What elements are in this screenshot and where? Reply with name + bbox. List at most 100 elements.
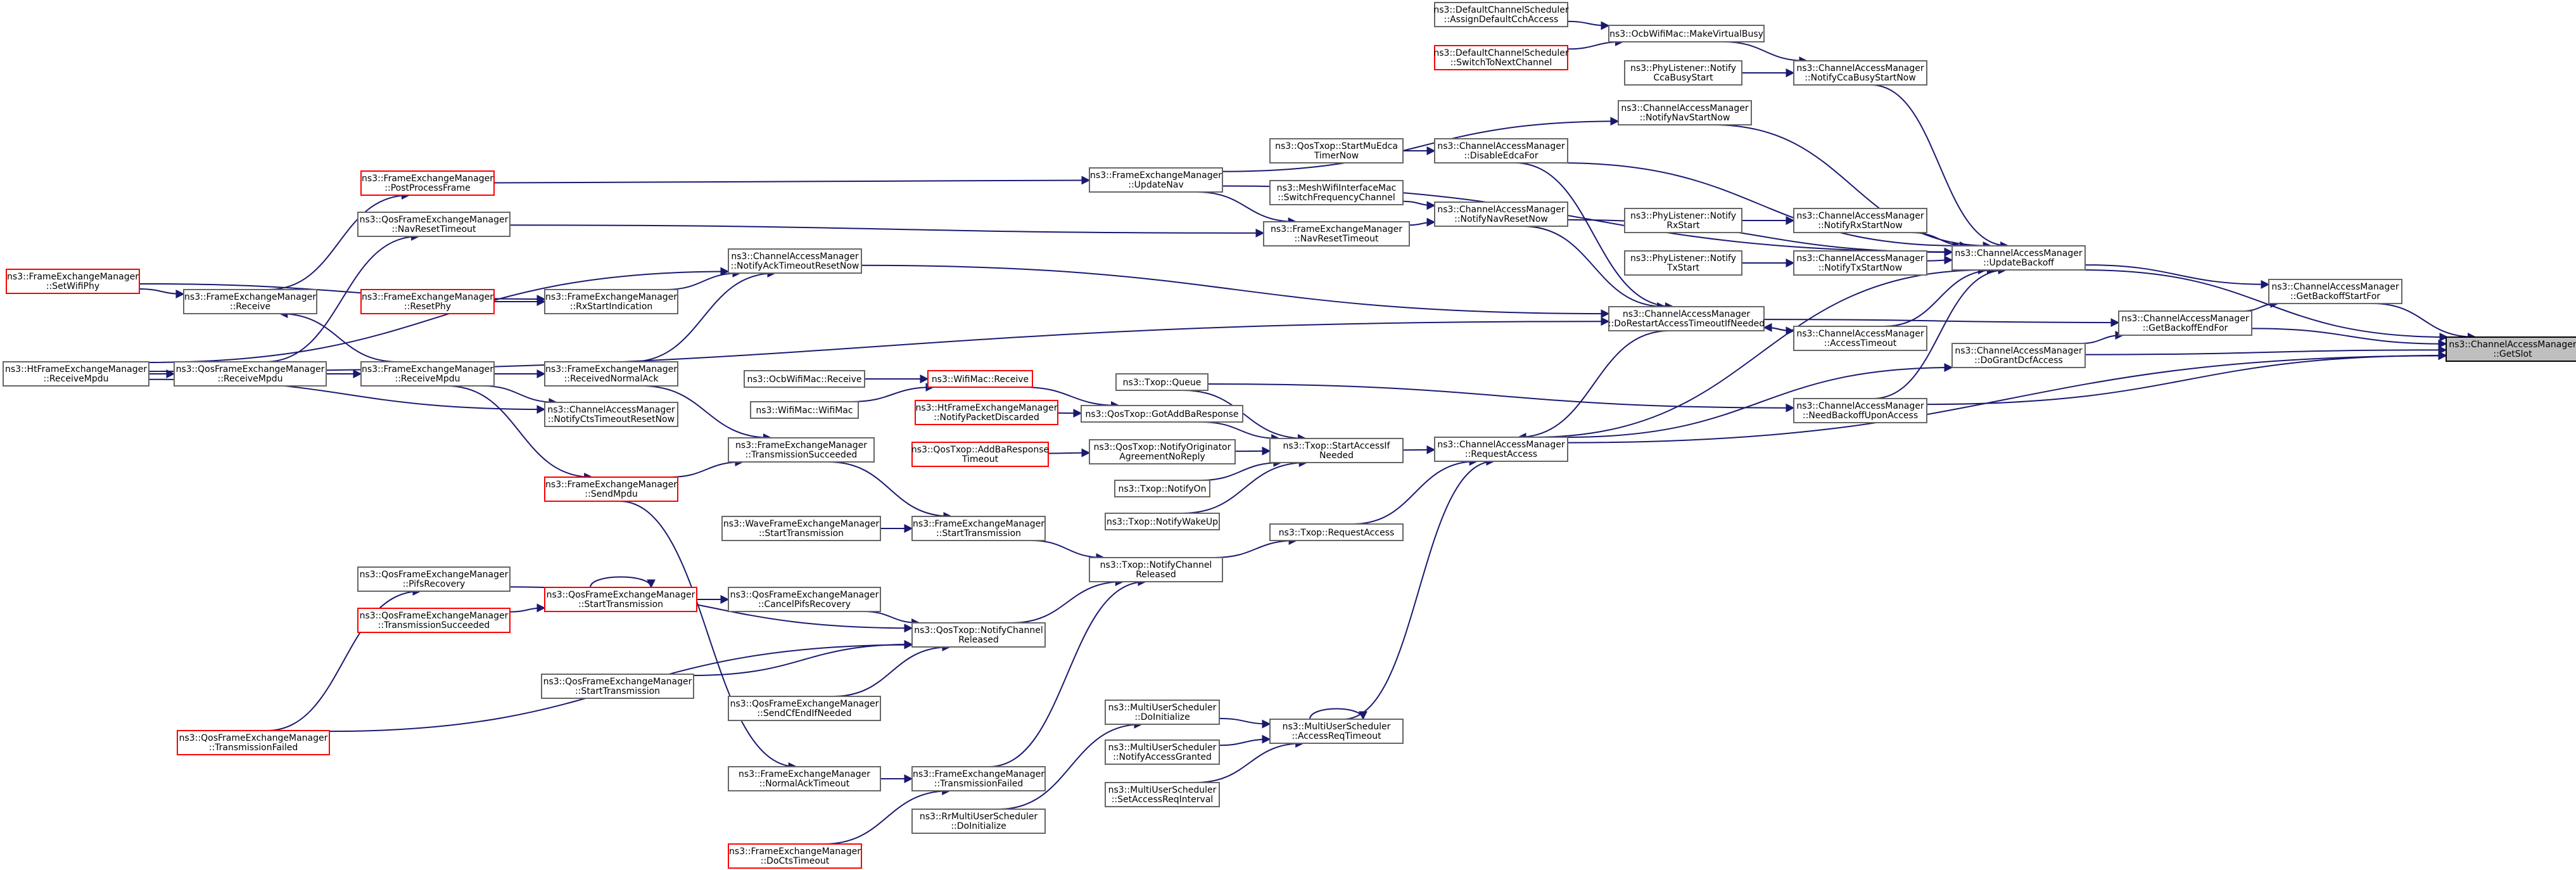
node-mu_timeout[interactable]: ns3::MultiUserScheduler::AccessReqTimeou…	[1269, 719, 1404, 744]
node-label: ::StartTransmission	[759, 528, 844, 539]
node-label: ns3::QosTxop::StartMuEdca	[1275, 141, 1398, 151]
node-mu_setinterval[interactable]: ns3::MultiUserScheduler::SetAccessReqInt…	[1105, 782, 1220, 807]
edge-disableedca-to-dorestart	[1514, 162, 1674, 311]
node-txop_notifyon[interactable]: ns3::Txop::NotifyOn	[1114, 480, 1210, 497]
node-box	[544, 402, 678, 427]
node-requestaccess[interactable]: ns3::ChannelAccessManager::RequestAccess	[1434, 437, 1568, 462]
node-fem_receivempdu[interactable]: ns3::FrameExchangeManager::ReceiveMpdu	[360, 361, 495, 387]
node-qos_transsucceeded[interactable]: ns3::QosFrameExchangeManager::Transmissi…	[357, 608, 511, 633]
node-label: ::NotifyTxStartNow	[1818, 263, 1902, 273]
node-notifyoriginator[interactable]: ns3::QosTxop::NotifyOriginatorAgreementN…	[1089, 439, 1236, 464]
node-getbackoffendfor[interactable]: ns3::ChannelAccessManager::GetBackoffEnd…	[2118, 310, 2252, 336]
node-box	[2118, 310, 2252, 336]
node-qos_starttrans_red[interactable]: ns3::QosFrameExchangeManager::StartTrans…	[544, 587, 697, 612]
node-label: ::NotifyPacketDiscarded	[934, 413, 1039, 423]
node-notifynavreset[interactable]: ns3::ChannelAccessManager::NotifyNavRese…	[1434, 202, 1568, 227]
edge-notifyacktimeout-to-dorestart	[861, 264, 1610, 319]
node-fem_transfailed[interactable]: ns3::FrameExchangeManager::TransmissionF…	[911, 766, 1046, 791]
node-label: ns3::ChannelAccessManager	[1621, 103, 1749, 113]
node-label: ns3::ChannelAccessManager	[1796, 253, 1924, 264]
node-label: ::DoInitialize	[1134, 712, 1190, 722]
node-phytxstart[interactable]: ns3::PhyListener::NotifyTxStart	[1624, 250, 1742, 276]
node-label: ns3::ChannelAccessManager	[1796, 63, 1924, 74]
node-notifyrxstart[interactable]: ns3::ChannelAccessManager::NotifyRxStart…	[1793, 208, 1927, 233]
node-txop_queue[interactable]: ns3::Txop::Queue	[1115, 373, 1209, 391]
edge-makevirtualbusy-to-notifyccabusy	[1723, 41, 1808, 65]
node-wave_starttrans[interactable]: ns3::WaveFrameExchangeManager::StartTran…	[721, 516, 881, 541]
node-mu_granted[interactable]: ns3::MultiUserScheduler::NotifyAccessGra…	[1105, 739, 1220, 765]
node-label: ns3::RrMultiUserScheduler	[920, 812, 1037, 822]
node-phyrxstart[interactable]: ns3::PhyListener::NotifyRxStart	[1624, 208, 1742, 233]
node-setwifiphy[interactable]: ns3::FrameExchangeManager::SetWifiPhy	[6, 269, 140, 294]
node-txop_wakeup[interactable]: ns3::Txop::NotifyWakeUp	[1105, 513, 1220, 530]
node-layer: ns3::ChannelAccessManager::GetSlotns3::C…	[3, 2, 2576, 869]
node-needbackoff[interactable]: ns3::ChannelAccessManager::NeedBackoffUp…	[1793, 398, 1927, 423]
node-navresettimeout[interactable]: ns3::FrameExchangeManager::NavResetTimeo…	[1263, 221, 1410, 246]
node-makevirtualbusy[interactable]: ns3::OcbWifiMac::MakeVirtualBusy	[1608, 25, 1765, 42]
node-phyccabusy[interactable]: ns3::PhyListener::NotifyCcaBusyStart	[1624, 60, 1742, 86]
node-box	[6, 269, 140, 294]
node-label: ::SetWifiPhy	[46, 281, 99, 291]
node-receivednormalack[interactable]: ns3::FrameExchangeManager::ReceivedNorma…	[544, 361, 678, 387]
node-box	[728, 248, 862, 274]
edge-qos_starttrans-to-qostxop_notifychanrel	[693, 639, 913, 676]
node-getslot[interactable]: ns3::ChannelAccessManager::GetSlot	[2446, 336, 2576, 362]
node-ht_notifydiscard[interactable]: ns3::HtFrameExchangeManager::NotifyPacke…	[915, 400, 1058, 425]
node-label: ::GetBackoffEndFor	[2143, 323, 2228, 333]
edge-disableedca-to-updatebackoff	[1559, 162, 1962, 250]
node-rr_doinit[interactable]: ns3::RrMultiUserScheduler::DoInitialize	[911, 809, 1046, 834]
node-label: ::NotifyCcaBusyStartNow	[1805, 73, 1916, 83]
node-label: ::UpdateNav	[1128, 180, 1183, 190]
node-rxstartindication[interactable]: ns3::FrameExchangeManager::RxStartIndica…	[544, 289, 678, 314]
node-sendmpdu[interactable]: ns3::FrameExchangeManager::SendMpdu	[544, 477, 678, 502]
node-assigndefault[interactable]: ns3::DefaultChannelScheduler::AssignDefa…	[1433, 2, 1569, 27]
node-notifyccabusy[interactable]: ns3::ChannelAccessManager::NotifyCcaBusy…	[1793, 60, 1927, 86]
node-getbackoffstartfor[interactable]: ns3::ChannelAccessManager::GetBackoffSta…	[2268, 279, 2402, 304]
edge-needbackoff-to-getslot	[1926, 350, 2447, 406]
node-label: ns3::FrameExchangeManager	[913, 769, 1044, 779]
node-doctstimeout[interactable]: ns3::FrameExchangeManager::DoCtsTimeout	[728, 843, 862, 869]
node-meshswitch[interactable]: ns3::MeshWifiInterfaceMac::SwitchFrequen…	[1269, 180, 1404, 205]
node-label: ::DoGrantDcfAccess	[1974, 355, 2063, 366]
node-txop_requestaccess[interactable]: ns3::Txop::RequestAccess	[1269, 523, 1404, 541]
node-transsucceeded[interactable]: ns3::FrameExchangeManager::TransmissionS…	[728, 437, 875, 463]
node-normalacktimeout[interactable]: ns3::FrameExchangeManager::NormalAckTime…	[728, 766, 881, 791]
node-qos_transfailed[interactable]: ns3::QosFrameExchangeManager::Transmissi…	[177, 730, 330, 755]
node-sendcfend[interactable]: ns3::QosFrameExchangeManager::SendCfEndI…	[728, 696, 881, 721]
node-ocb_receive[interactable]: ns3::OcbWifiMac::Receive	[744, 370, 865, 388]
node-disableedca[interactable]: ns3::ChannelAccessManager::DisableEdcaFo…	[1434, 138, 1568, 163]
node-accesstimeout[interactable]: ns3::ChannelAccessManager::AccessTimeout	[1793, 326, 1927, 351]
node-fem_starttrans[interactable]: ns3::FrameExchangeManager::StartTransmis…	[911, 516, 1046, 541]
node-qos_receivempdu[interactable]: ns3::QosFrameExchangeManager::ReceiveMpd…	[174, 361, 327, 387]
node-qos_starttrans[interactable]: ns3::QosFrameExchangeManager::StartTrans…	[541, 674, 694, 699]
node-notifynavstart[interactable]: ns3::ChannelAccessManager::NotifyNavStar…	[1618, 100, 1752, 125]
node-switchtonext[interactable]: ns3::DefaultChannelScheduler::SwitchToNe…	[1433, 45, 1569, 70]
node-label: ::AssignDefaultCchAccess	[1444, 15, 1559, 25]
node-postprocess[interactable]: ns3::FrameExchangeManager::PostProcessFr…	[360, 170, 495, 196]
node-wifimac_ctor[interactable]: ns3::WifiMac::WifiMac	[750, 401, 859, 419]
node-mu_doinit[interactable]: ns3::MultiUserScheduler::DoInitialize	[1105, 700, 1220, 725]
node-box	[2268, 279, 2402, 304]
node-fem_receive[interactable]: ns3::FrameExchangeManager::Receive	[183, 289, 317, 314]
node-resetphy[interactable]: ns3::FrameExchangeManager::ResetPhy	[360, 289, 495, 314]
node-notifyacktimeout[interactable]: ns3::ChannelAccessManager::NotifyAckTime…	[728, 248, 862, 274]
node-qosnavreset[interactable]: ns3::QosFrameExchangeManager::NavResetTi…	[357, 212, 511, 237]
node-ht_receivempdu[interactable]: ns3::HtFrameExchangeManager::ReceiveMpdu	[3, 361, 149, 387]
node-label: ns3::ChannelAccessManager	[1437, 141, 1565, 151]
node-gotaddba[interactable]: ns3::QosTxop::GotAddBaResponse	[1081, 405, 1243, 423]
node-pifsrecovery[interactable]: ns3::QosFrameExchangeManager::PifsRecove…	[357, 566, 511, 592]
node-notifytxstart[interactable]: ns3::ChannelAccessManager::NotifyTxStart…	[1793, 250, 1927, 276]
node-notifycts[interactable]: ns3::ChannelAccessManager::NotifyCtsTime…	[544, 402, 678, 427]
node-dograntdcfaccess[interactable]: ns3::ChannelAccessManager::DoGrantDcfAcc…	[1951, 343, 2086, 368]
node-updatebackoff[interactable]: ns3::ChannelAccessManager::UpdateBackoff	[1951, 245, 2086, 271]
node-cancelpifs[interactable]: ns3::QosFrameExchangeManager::CancelPifs…	[728, 587, 881, 612]
node-label: ns3::QosFrameExchangeManager	[179, 733, 328, 743]
node-dorestart[interactable]: ns3::ChannelAccessManager::DoRestartAcce…	[1608, 306, 1765, 331]
node-updatenav[interactable]: ns3::FrameExchangeManager::UpdateNav	[1089, 167, 1223, 193]
node-wifimac_receive[interactable]: ns3::WifiMac::Receive	[927, 370, 1033, 388]
